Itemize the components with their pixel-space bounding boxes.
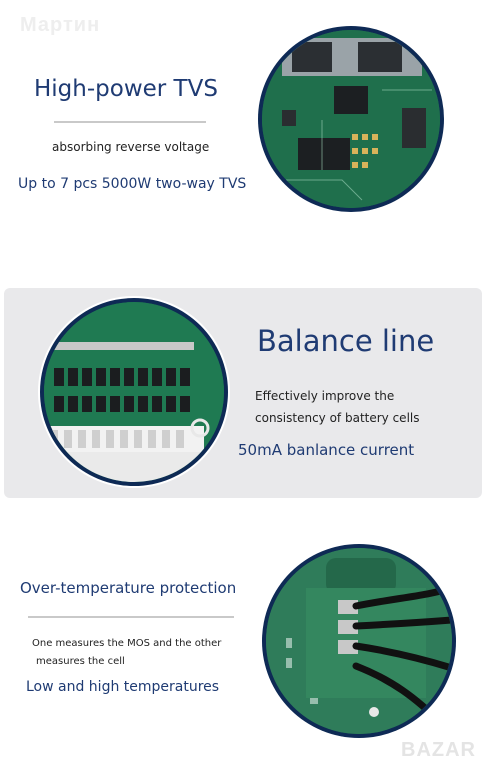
section1-title: High-power TVS: [34, 76, 218, 102]
pcb-temperature-illustration: [266, 548, 452, 734]
section1-divider: [54, 121, 206, 123]
section3-line1: One measures the MOS and the other: [32, 638, 222, 649]
section2-title: Balance line: [257, 324, 435, 358]
pcb-tvs-illustration: [262, 30, 440, 208]
section3-divider: [28, 616, 234, 618]
section3-line2: measures the cell: [36, 656, 125, 667]
pcb-balance-image: [44, 302, 224, 482]
bottom-watermark: BAZAR: [401, 739, 476, 761]
pcb-balance-illustration: [44, 302, 224, 482]
section2-line1: Effectively improve the: [255, 389, 395, 403]
pcb-temperature-image: [266, 548, 452, 734]
section3-highlight: Low and high temperatures: [26, 679, 220, 695]
pcb-tvs-image: [262, 30, 440, 208]
section3-title: Over-temperature protection: [20, 579, 237, 597]
section1-subtitle: absorbing reverse voltage: [52, 140, 210, 154]
section2-highlight: 50mA banlance current: [238, 441, 415, 459]
watermark-text: Мартин: [20, 14, 101, 36]
section1-highlight: Up to 7 pcs 5000W two-way TVS: [18, 176, 247, 192]
section2-line2: consistency of battery cells: [255, 411, 420, 425]
